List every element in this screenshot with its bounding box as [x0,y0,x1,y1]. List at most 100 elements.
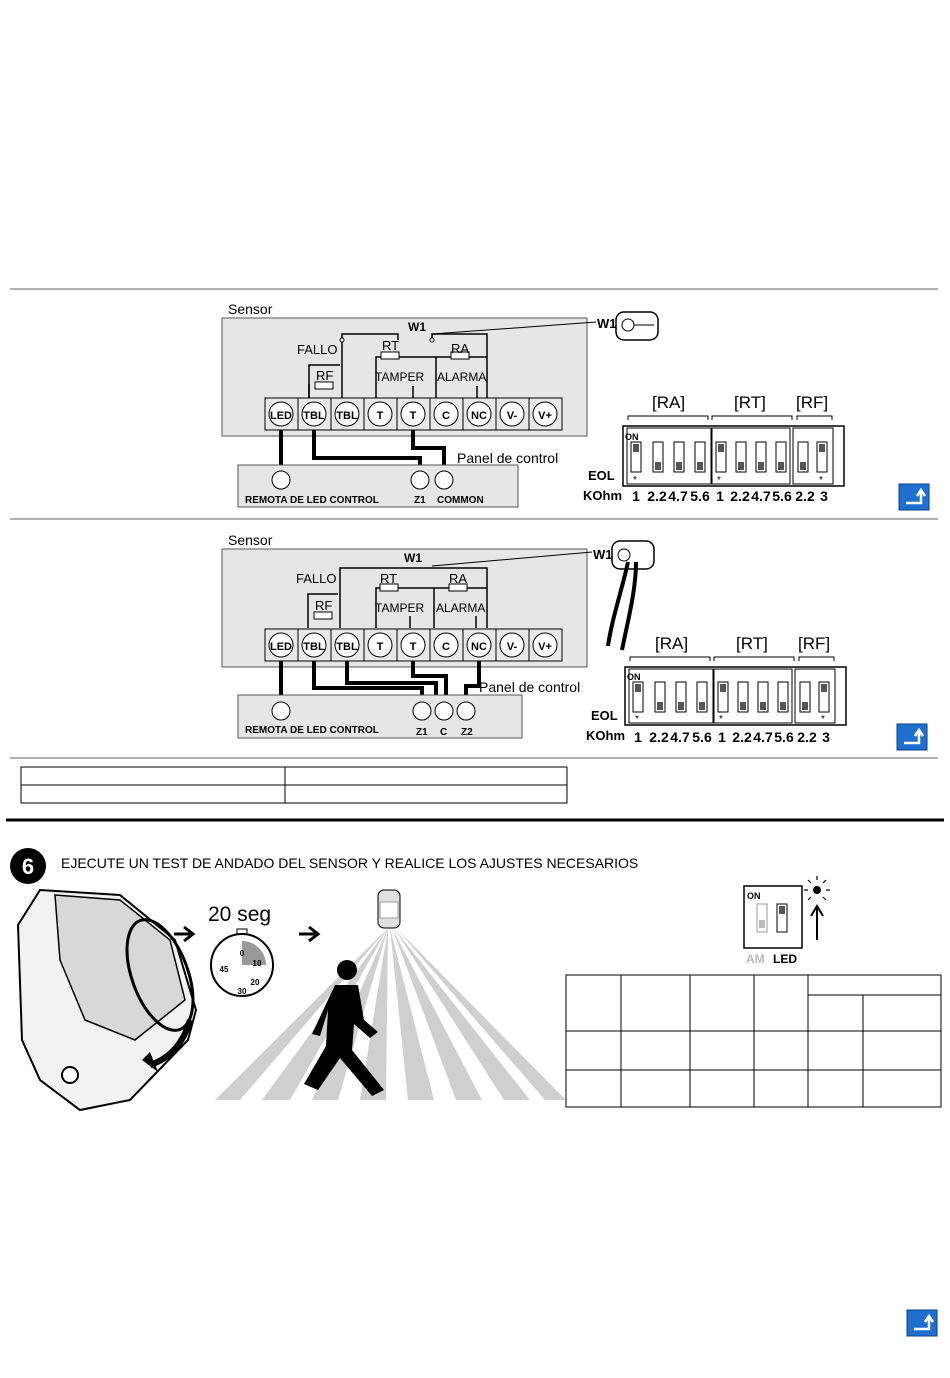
node [339,337,345,343]
screw-icon [434,470,454,490]
dip-knob [678,702,684,710]
dip-switch [777,681,789,713]
w1-leader [431,551,593,567]
alarma-label: ALARMA [436,601,485,615]
sensor-housing-illustration [16,888,198,1112]
dip-value: 1 [632,488,640,504]
dial-30: 30 [238,987,247,996]
terminal-3: TBL [330,628,365,662]
ra-label: RA [451,341,469,356]
screw-icon [367,632,393,658]
ra-resistor [450,351,470,360]
terminal-6: C [429,397,464,431]
rotate-arrowhead [142,1052,158,1072]
back-button-bg[interactable] [896,723,928,751]
dip-knob [635,684,641,692]
timer-label: 20 seg [208,903,271,926]
dip-switch [735,441,747,473]
stopwatch-sweep [242,941,266,965]
w1-leader [431,321,597,335]
dip-group-bracket [629,656,835,661]
dip-star: * [821,714,825,725]
dip-value: 4.7 [670,729,690,745]
dip-value: 2.2 [647,488,667,504]
arrow-right-icon [299,925,321,943]
terminal-1: LED [264,628,299,662]
housing-lens [125,918,195,1032]
back-to-top-icon[interactable] [898,483,930,511]
screw-icon [268,401,294,427]
screw-icon [466,401,492,427]
dip-switch [694,441,706,473]
dip-knob [699,702,705,710]
dial-0: 0 [240,949,245,958]
dip-value: 2.2 [732,729,752,745]
terminal-label: T [377,410,384,422]
tamper-label: TAMPER [375,601,424,615]
terminal-8: V- [495,628,530,662]
housing-interior [54,894,186,1041]
back-button-bg[interactable] [898,483,930,511]
step-number: 6 [22,854,34,879]
arrow-up-icon [810,904,824,940]
dip-switch [737,681,749,713]
panel-z1-label: Z1 [416,727,428,738]
arrow-up-icon [906,487,927,505]
back-to-top-icon[interactable] [906,1309,938,1337]
dip-switch [652,441,664,473]
dip-value: 5.6 [690,488,710,504]
terminal-6: C [429,628,464,662]
dip-switch-am [756,903,768,933]
beam [360,928,388,1100]
person-head [337,960,357,980]
dip-knob [759,920,765,928]
terminal-9: V+ [528,397,563,431]
dip-group-frame [713,668,793,724]
dip-knob [718,444,724,452]
jumper-icon [611,540,655,570]
dip-knob [780,702,786,710]
rf-label: RF [315,598,332,613]
terminal-label: NC [471,410,487,422]
screw-icon [301,401,327,427]
terminal-label: TBL [303,410,325,422]
dip-value: 1 [716,488,724,504]
dip-group-frame [794,668,836,724]
screw-icon [271,470,291,490]
sensor-circuit [308,333,488,398]
panel-led-label: REMOTA DE LED CONTROL [245,495,379,506]
screw-icon [466,632,492,658]
dip-knob [758,462,764,470]
pliers-icon [606,561,638,651]
jumper-pin [617,548,631,562]
alarma-label: ALARMA [437,370,486,384]
screw-icon [499,632,525,658]
back-button-bg[interactable] [906,1309,938,1337]
dip-switch [717,681,729,713]
dip-group-label: [RA] [652,393,685,412]
terminal-label: TBL [303,641,325,653]
dip-star: * [719,714,723,725]
terminal-label: T [410,410,417,422]
screw-icon [271,701,291,721]
dip-switch [799,681,811,713]
panel-c-label: C [440,727,447,738]
dip-group-frame [711,427,791,485]
terminal-3: TBL [330,397,365,431]
dip-knob [802,702,808,710]
dip-knob [738,462,744,470]
dip-switch [654,681,666,713]
terminal-4: T [363,397,398,431]
dial-10: 10 [253,959,262,968]
ra-resistor [448,583,468,592]
screw-icon [268,632,294,658]
terminal-label: TBL [336,410,358,422]
terminal-label: NC [471,641,487,653]
dip-group-label: [RF] [798,634,830,653]
fallo-label: FALLO [296,571,336,586]
back-to-top-icon[interactable] [896,723,928,751]
dip-value: 1 [634,729,642,745]
person-body [304,985,384,1096]
rf-resistor [313,611,333,620]
dip-frame [743,885,803,949]
